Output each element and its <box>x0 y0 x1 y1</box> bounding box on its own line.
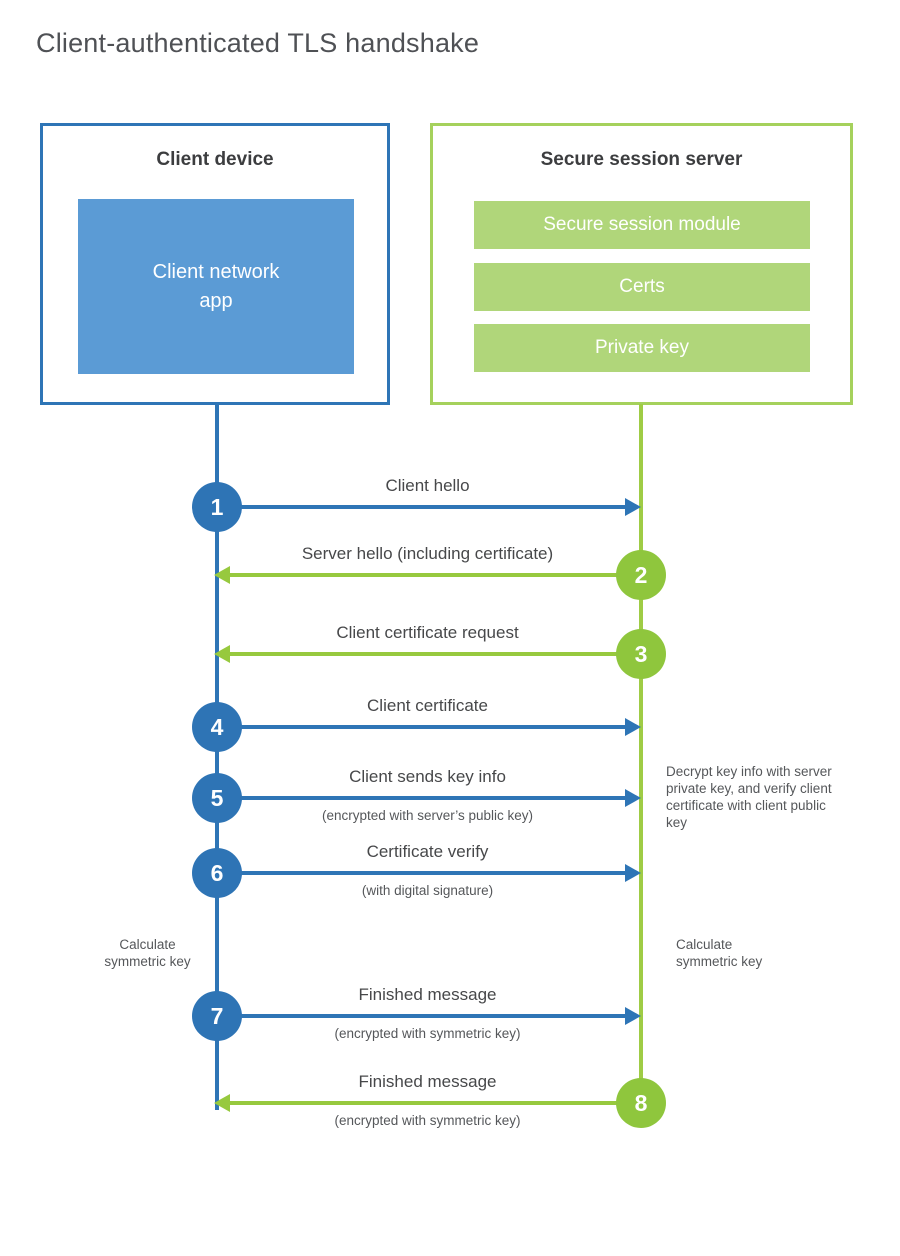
step-6-label: Certificate verify <box>366 842 489 861</box>
step-7-arrowhead-icon <box>625 1007 641 1025</box>
server-module-private-key: Private key <box>474 324 810 372</box>
step-7-sublabel: (encrypted with symmetric key) <box>334 1026 521 1041</box>
step-7-badge: 7 <box>192 991 242 1041</box>
step-8-sublabel: (encrypted with symmetric key) <box>334 1113 521 1128</box>
page-title: Client-authenticated TLS handshake <box>36 28 480 58</box>
step-1-arrowhead-icon <box>625 498 641 516</box>
step-8-badge: 8 <box>616 1078 666 1128</box>
client-device-title: Client device <box>156 149 274 170</box>
step-3-arrow <box>230 652 641 656</box>
step-2-arrow <box>230 573 641 577</box>
step-2-label: Server hello (including certificate) <box>301 544 554 563</box>
step-7-label: Finished message <box>358 985 497 1004</box>
calculate-symmetric-key-note-client: Calculate symmetric key <box>104 937 191 969</box>
step-8-arrowhead-icon <box>214 1094 230 1112</box>
step-6-arrow <box>217 871 627 875</box>
server-lifeline <box>639 404 643 1105</box>
step-5-label: Client sends key info <box>349 767 506 786</box>
step-5-badge: 5 <box>192 773 242 823</box>
step-2-arrowhead-icon <box>214 566 230 584</box>
step-7-arrow <box>217 1014 627 1018</box>
step-6-arrowhead-icon <box>625 864 641 882</box>
secure-session-server-title: Secure session server <box>540 149 743 170</box>
server-module-secure-session: Secure session module <box>474 201 810 249</box>
step-3-badge: 3 <box>616 629 666 679</box>
step-4-label: Client certificate <box>367 696 488 715</box>
step-8-arrow <box>230 1101 641 1105</box>
client-lifeline <box>215 404 219 1110</box>
decrypt-note: Decrypt key info with server private key… <box>666 764 832 830</box>
step-4-badge: 4 <box>192 702 242 752</box>
calculate-symmetric-key-note-server: Calculate symmetric key <box>676 937 763 969</box>
step-4-arrowhead-icon <box>625 718 641 736</box>
step-5-sublabel: (encrypted with server’s public key) <box>321 808 534 823</box>
server-module-certs: Certs <box>474 263 810 311</box>
step-3-arrowhead-icon <box>214 645 230 663</box>
step-3-label: Client certificate request <box>336 623 519 642</box>
step-1-label: Client hello <box>385 476 470 495</box>
client-network-app-box: Client network app <box>78 199 354 374</box>
step-5-arrowhead-icon <box>625 789 641 807</box>
step-2-badge: 2 <box>616 550 666 600</box>
step-8-label: Finished message <box>358 1072 497 1091</box>
step-6-sublabel: (with digital signature) <box>361 883 494 898</box>
step-5-arrow <box>217 796 627 800</box>
step-6-badge: 6 <box>192 848 242 898</box>
step-1-arrow <box>217 505 627 509</box>
step-4-arrow <box>217 725 627 729</box>
step-1-badge: 1 <box>192 482 242 532</box>
